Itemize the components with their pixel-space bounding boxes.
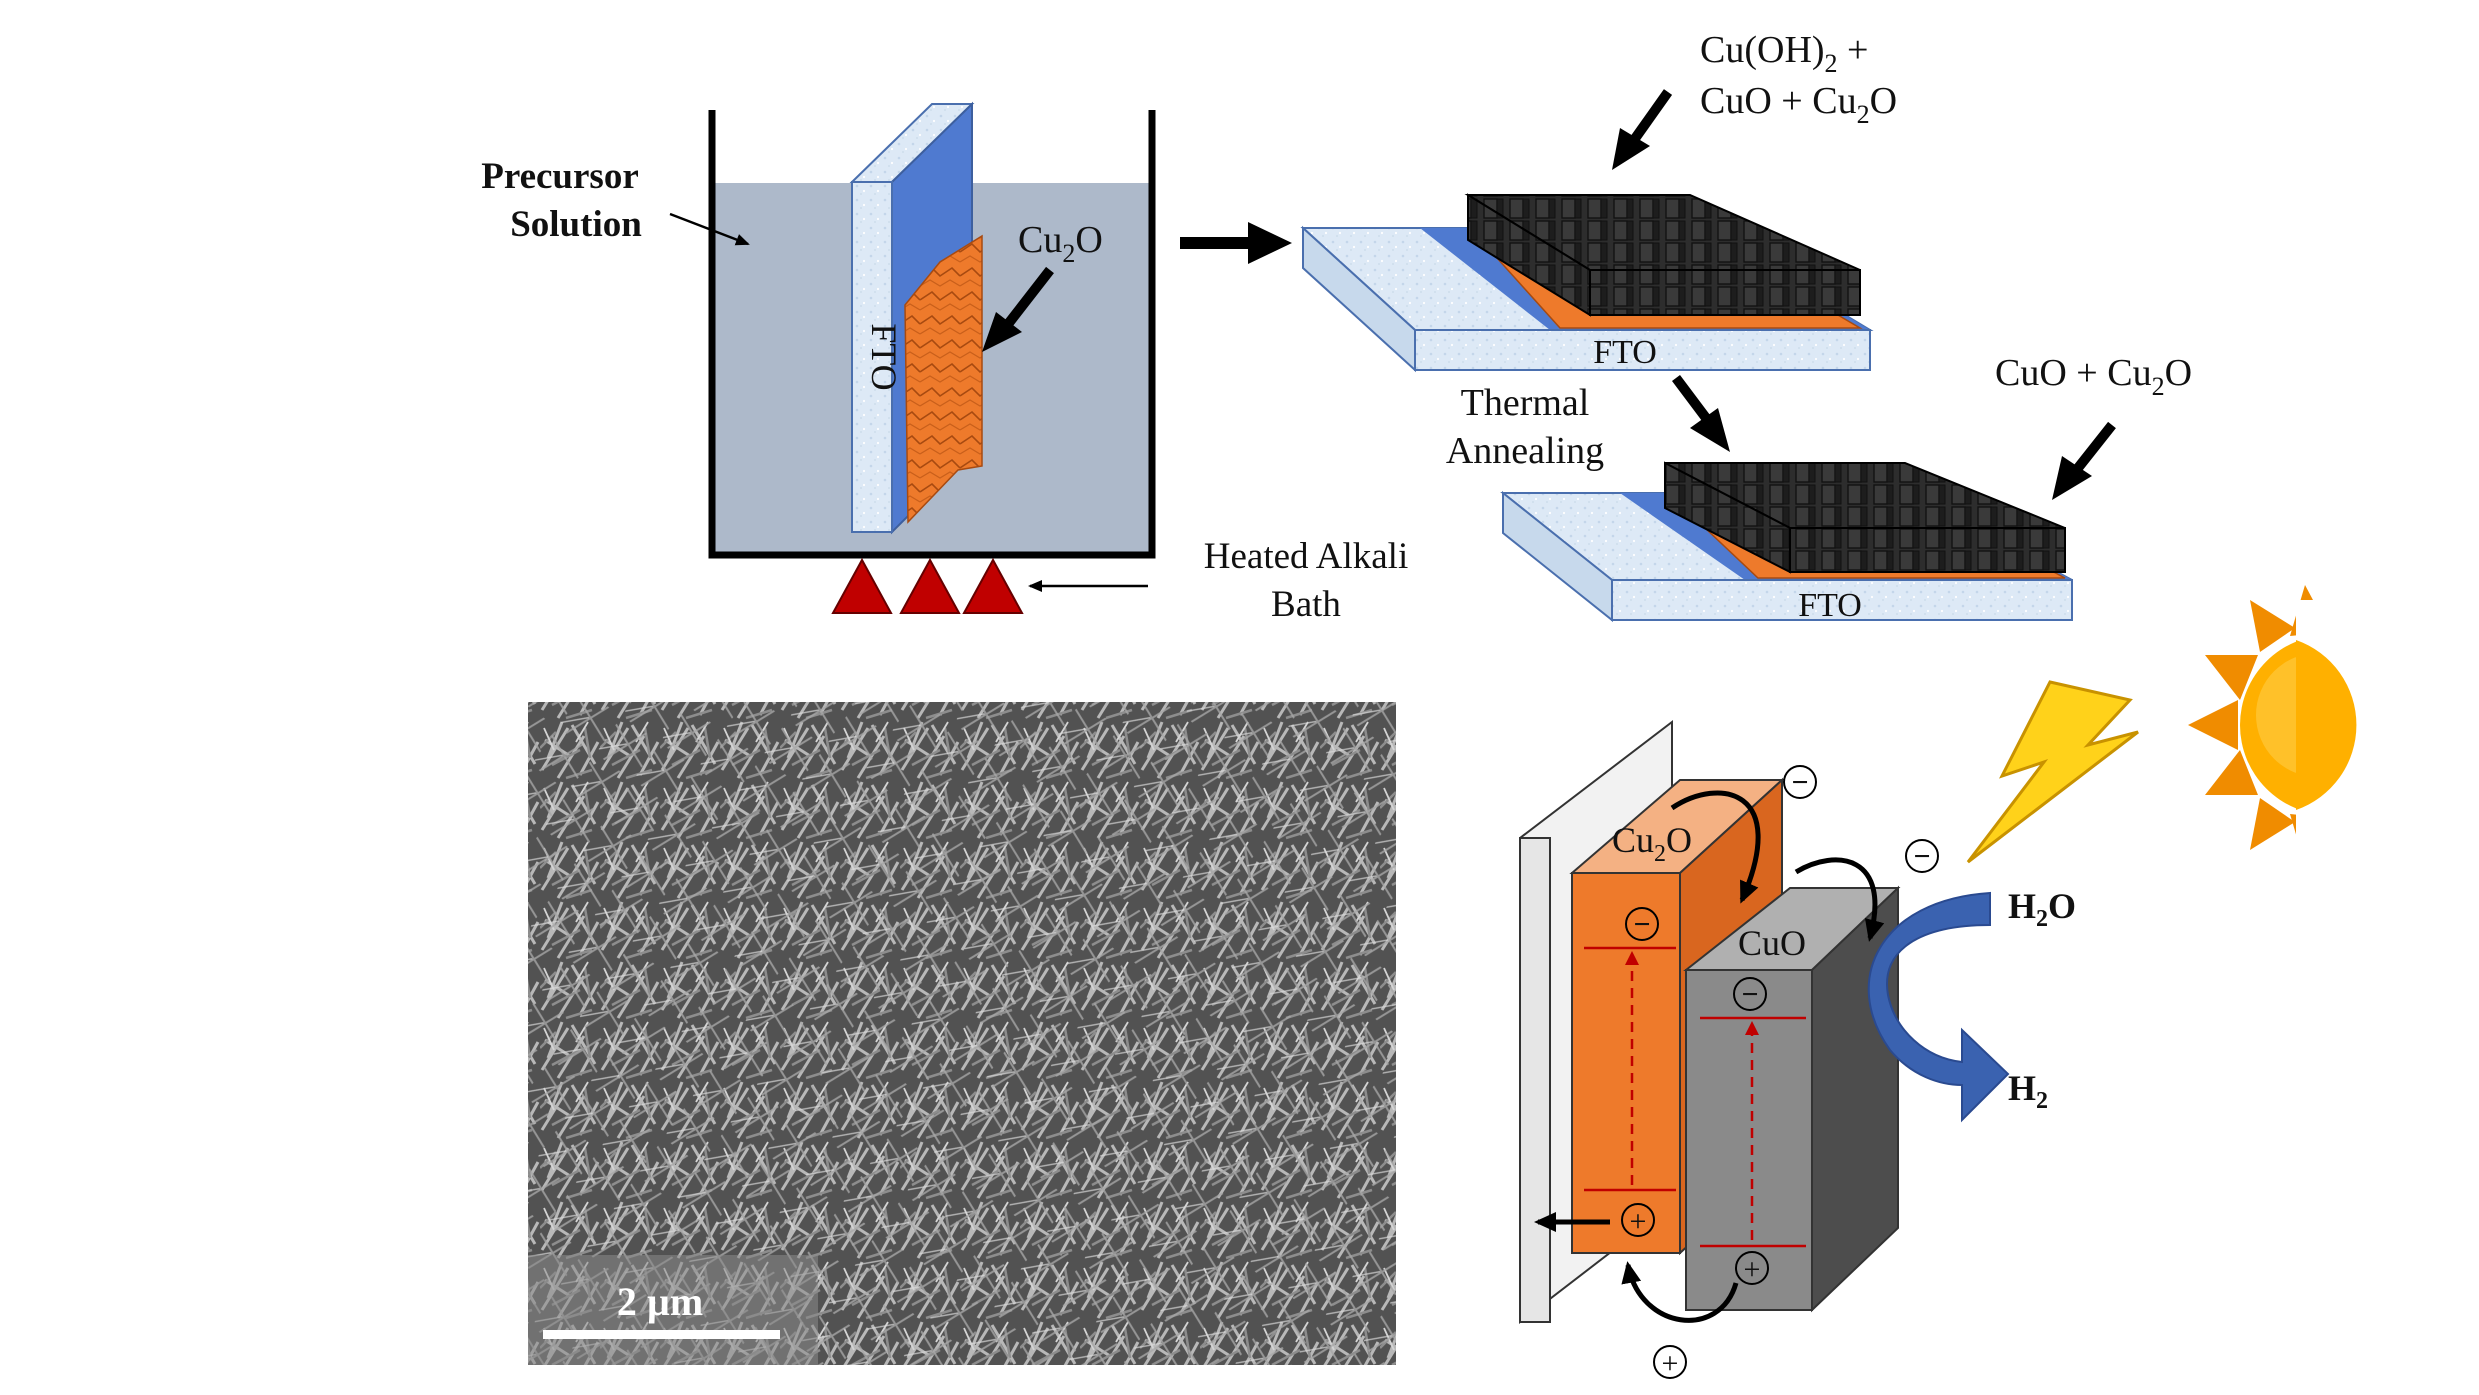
sem-image: 2 µm [528,702,1396,1365]
cu2o-pointer-head [982,312,1022,352]
flame-icon [962,557,1024,614]
electron-symbol: − [1625,907,1659,941]
svg-text:+: + [1744,1253,1761,1286]
electron-transfer-arrow [1670,790,1761,904]
beaker-walls [708,110,1156,559]
slab2-front [1611,579,2073,621]
hole-symbol: + [1735,1251,1769,1286]
svg-text:−: − [1633,908,1650,941]
flame-icon [899,557,961,614]
hole-symbol: + [1653,1345,1687,1380]
sun-core [2296,640,2357,810]
process-arrow [1180,222,1292,264]
annealed-phase-label: CuO + Cu2O [1995,352,2192,401]
mixed-phase-pointer [1629,89,1673,143]
annealing-label-line2: Annealing [1446,430,1604,472]
annealed-phase-pointer-head [2052,456,2092,500]
fto-slide-front [851,181,893,533]
fto-slab2-label: FTO [1798,587,1862,624]
hole-transfer-arrow [1621,1261,1739,1323]
svg-text:+: + [1662,1347,1679,1380]
svg-text:−: − [1741,978,1758,1011]
slab2-nanostructure-side [1664,461,1791,574]
mixed-phase-label-line1: Cu(OH)2 + [1700,29,1868,78]
electron-symbol: − [1905,839,1939,873]
hole-symbol: + [1621,1203,1655,1238]
slab-annealed: FTO CuO + Cu2O [1500,352,2192,624]
cu2o-pointer [1001,266,1054,332]
scale-bar [543,1330,780,1339]
beaker-setup: FTO Precursor Solution Cu2O Heated Alkal… [481,101,1408,625]
cu2o-block-front [1571,872,1681,1254]
fto-vertical-label: FTO [864,323,904,390]
sun-icon [2188,585,2479,900]
h2o-label: H2O [2008,886,2076,932]
fto-plate-front [1519,837,1551,1323]
slab1-front [1414,329,1871,371]
mixed-phase-label-line2: CuO + Cu2O [1700,80,1897,129]
cu2o-film [904,234,983,524]
annealed-phase-pointer [2074,421,2116,472]
slab1-nanostructure-side [1467,193,1591,317]
slab1-nanostructure-front [1589,269,1861,316]
bath-label-line2: Bath [1271,584,1341,625]
photocathode-schematic: Cu2O CuO − − − − + [1519,719,2076,1380]
precursor-label-line2: Solution [510,204,642,245]
electron-symbol: − [1733,977,1767,1011]
svg-text:−: − [1913,840,1930,873]
annealing-step: Thermal Annealing [1446,375,1730,472]
cu2o-block-label: Cu2O [1612,820,1692,867]
annealing-label-line1: Thermal [1461,382,1590,424]
cu2o-label: Cu2O [1018,219,1103,268]
scale-bar-label: 2 µm [617,1279,703,1324]
slab2-nanostructure-front [1789,527,2066,573]
water-reduction-arrow [1867,891,2010,1123]
slab-as-grown: FTO Cu(OH)2 + CuO + Cu2O [1300,29,1897,373]
precursor-label-line1: Precursor [481,156,639,197]
svg-text:−: − [1791,766,1808,799]
svg-text:+: + [1630,1205,1647,1238]
h2-label: H2 [2008,1068,2048,1114]
scale-bar-backdrop [528,1255,818,1365]
flame-icon [831,557,893,614]
fto-slab1-label: FTO [1593,334,1657,371]
mixed-phase-pointer-head [1612,128,1650,170]
bath-label-line1: Heated Alkali [1204,536,1408,577]
lightning-bolt-icon [1966,680,2139,864]
electron-symbol: − [1783,765,1817,799]
precursor-pointer [669,212,750,246]
electron-transfer-arrow [1794,857,1885,942]
cuo-block-label: CuO [1738,923,1806,963]
